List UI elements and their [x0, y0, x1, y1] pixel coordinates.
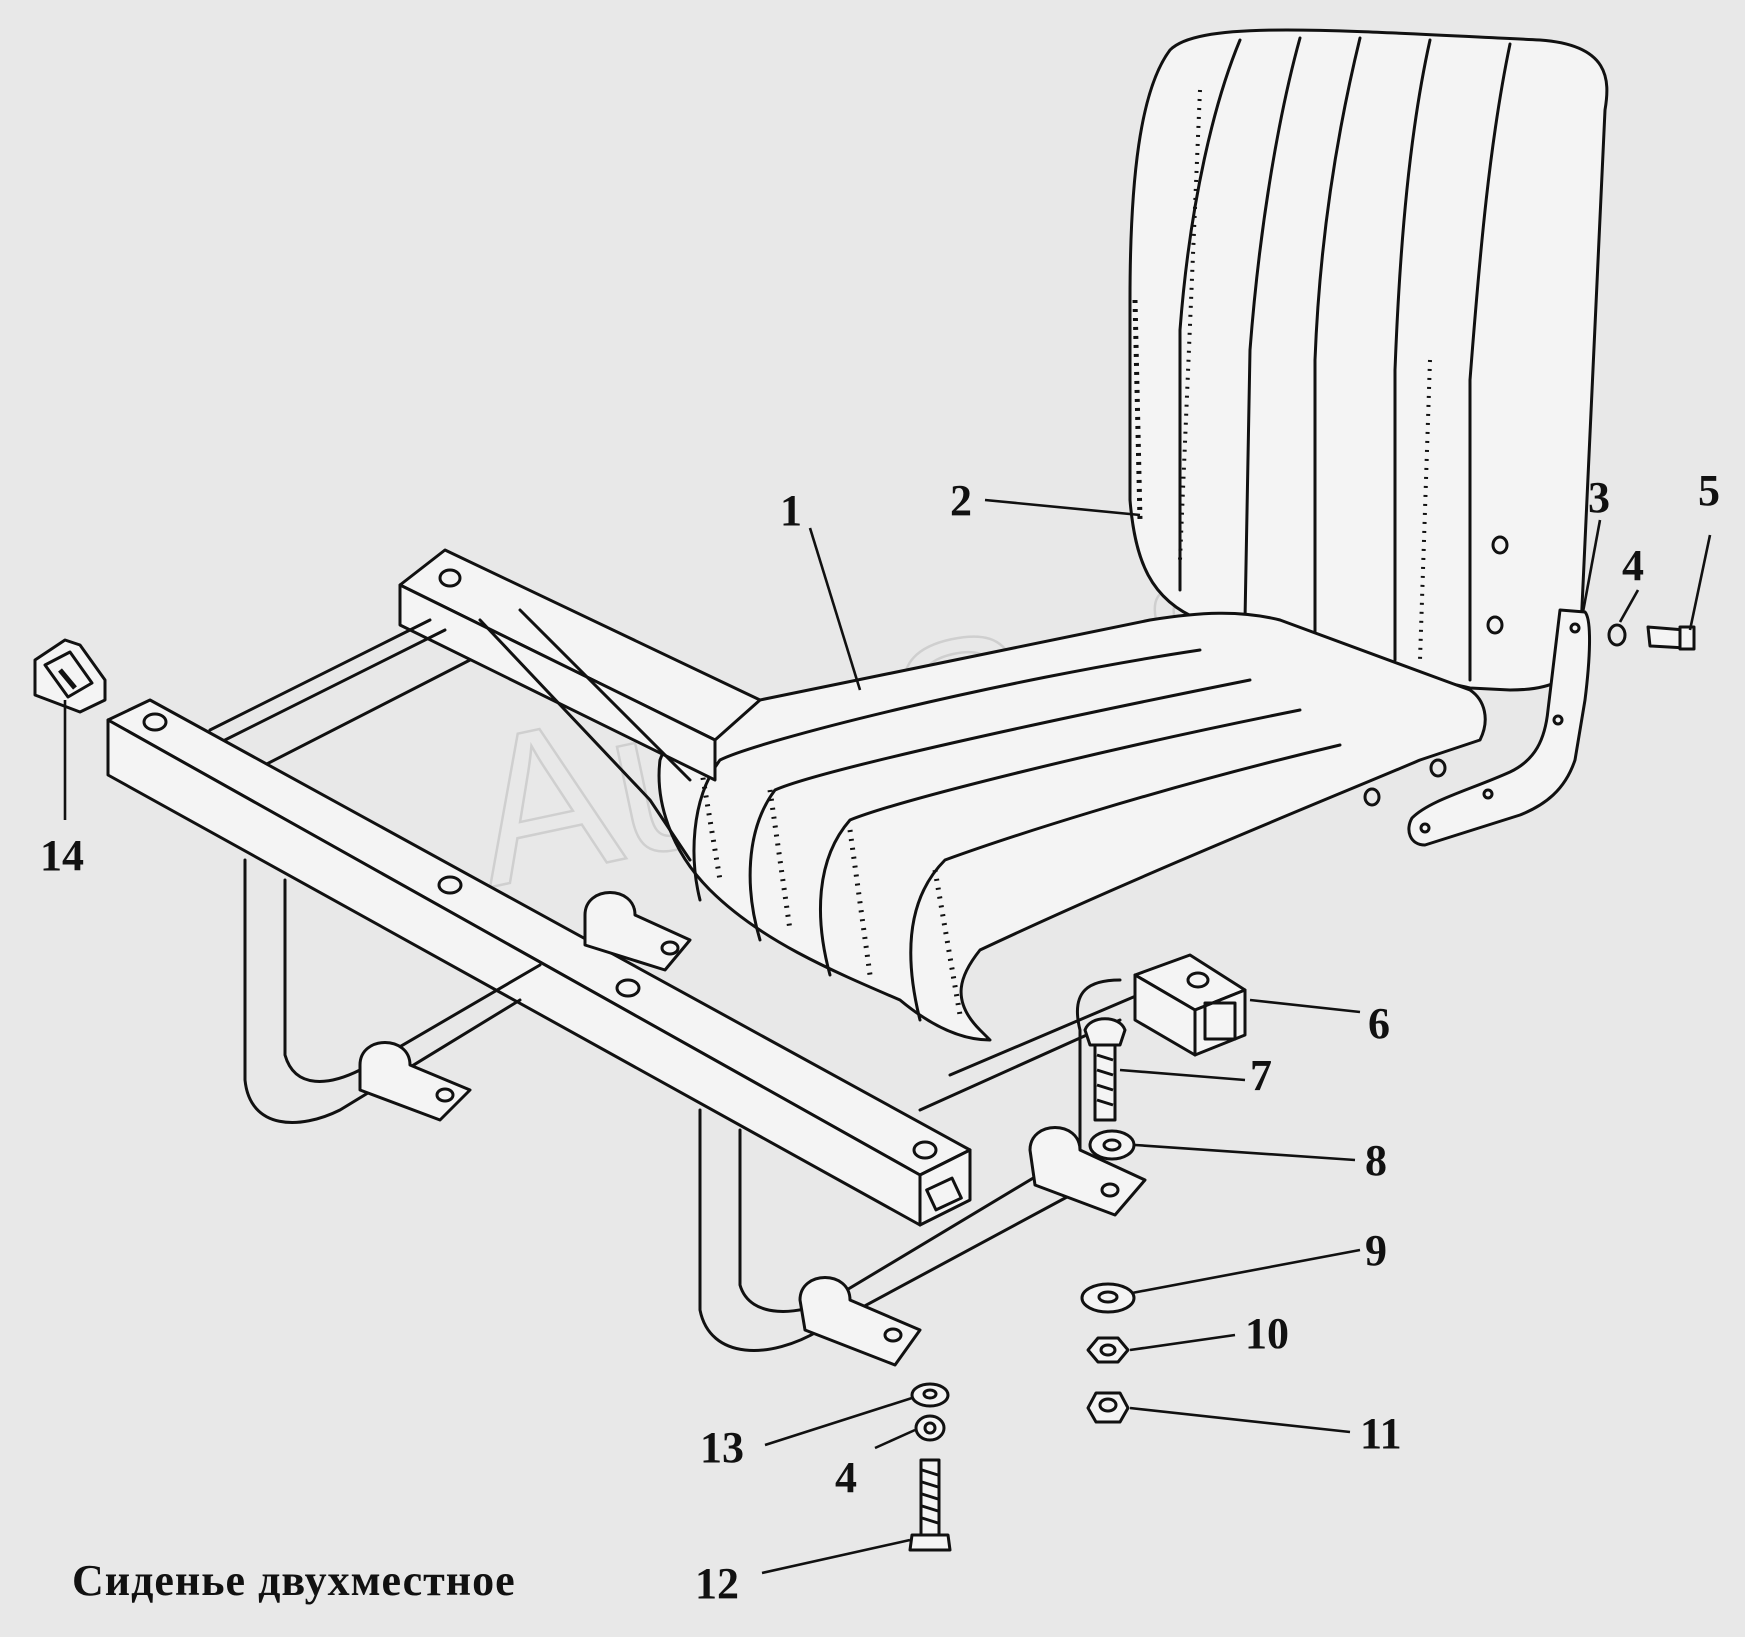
washer-part-13: [910, 1382, 950, 1408]
callout-11: 11: [1360, 1409, 1402, 1458]
callout-4: 4: [1622, 541, 1644, 590]
leader-lines: [63, 498, 1712, 1575]
frame-tubes: [208, 608, 1152, 1112]
side-bracket-part: [1407, 608, 1591, 847]
callout-labels: 1 2 3 4 5 6 7 8 9 10 11 13 4 12 14: [40, 466, 1720, 1608]
backrest-part: [1128, 28, 1609, 692]
bolt-part-12: [908, 1458, 952, 1552]
callout-7: 7: [1250, 1051, 1272, 1100]
nut-part-10: [1086, 1336, 1130, 1364]
callout-8: 8: [1365, 1136, 1387, 1185]
callout-6: 6: [1368, 999, 1390, 1048]
callout-2: 2: [950, 476, 972, 525]
lock-washer-part-4-lower: [914, 1414, 946, 1442]
bolt-part-5: [1646, 625, 1696, 651]
callout-3: 3: [1588, 473, 1610, 522]
callout-5: 5: [1698, 466, 1720, 515]
lock-washer-part-4: [1607, 623, 1627, 647]
bolt-part-7: [1083, 1017, 1127, 1122]
frame-front-crossbar: [106, 698, 972, 1227]
figure-caption: Сиденье двухместное: [72, 1556, 516, 1605]
nut-part-8: [1088, 1129, 1136, 1161]
callout-4-lower: 4: [835, 1453, 857, 1502]
frame-rear-crossbar: [398, 548, 762, 782]
washer-part-9: [1080, 1282, 1136, 1314]
seat-cushion-part: [657, 611, 1487, 1042]
square-bracket-part-6: [1133, 953, 1247, 1057]
callout-13: 13: [700, 1423, 744, 1472]
nut-part-11: [1086, 1391, 1130, 1424]
tube-clamps: [358, 891, 1147, 1367]
bracket-part-14: [33, 638, 107, 714]
callout-1: 1: [780, 486, 802, 535]
callout-12: 12: [695, 1559, 739, 1608]
callout-9: 9: [1365, 1226, 1387, 1275]
callout-10: 10: [1245, 1309, 1289, 1358]
callout-14: 14: [40, 831, 84, 880]
